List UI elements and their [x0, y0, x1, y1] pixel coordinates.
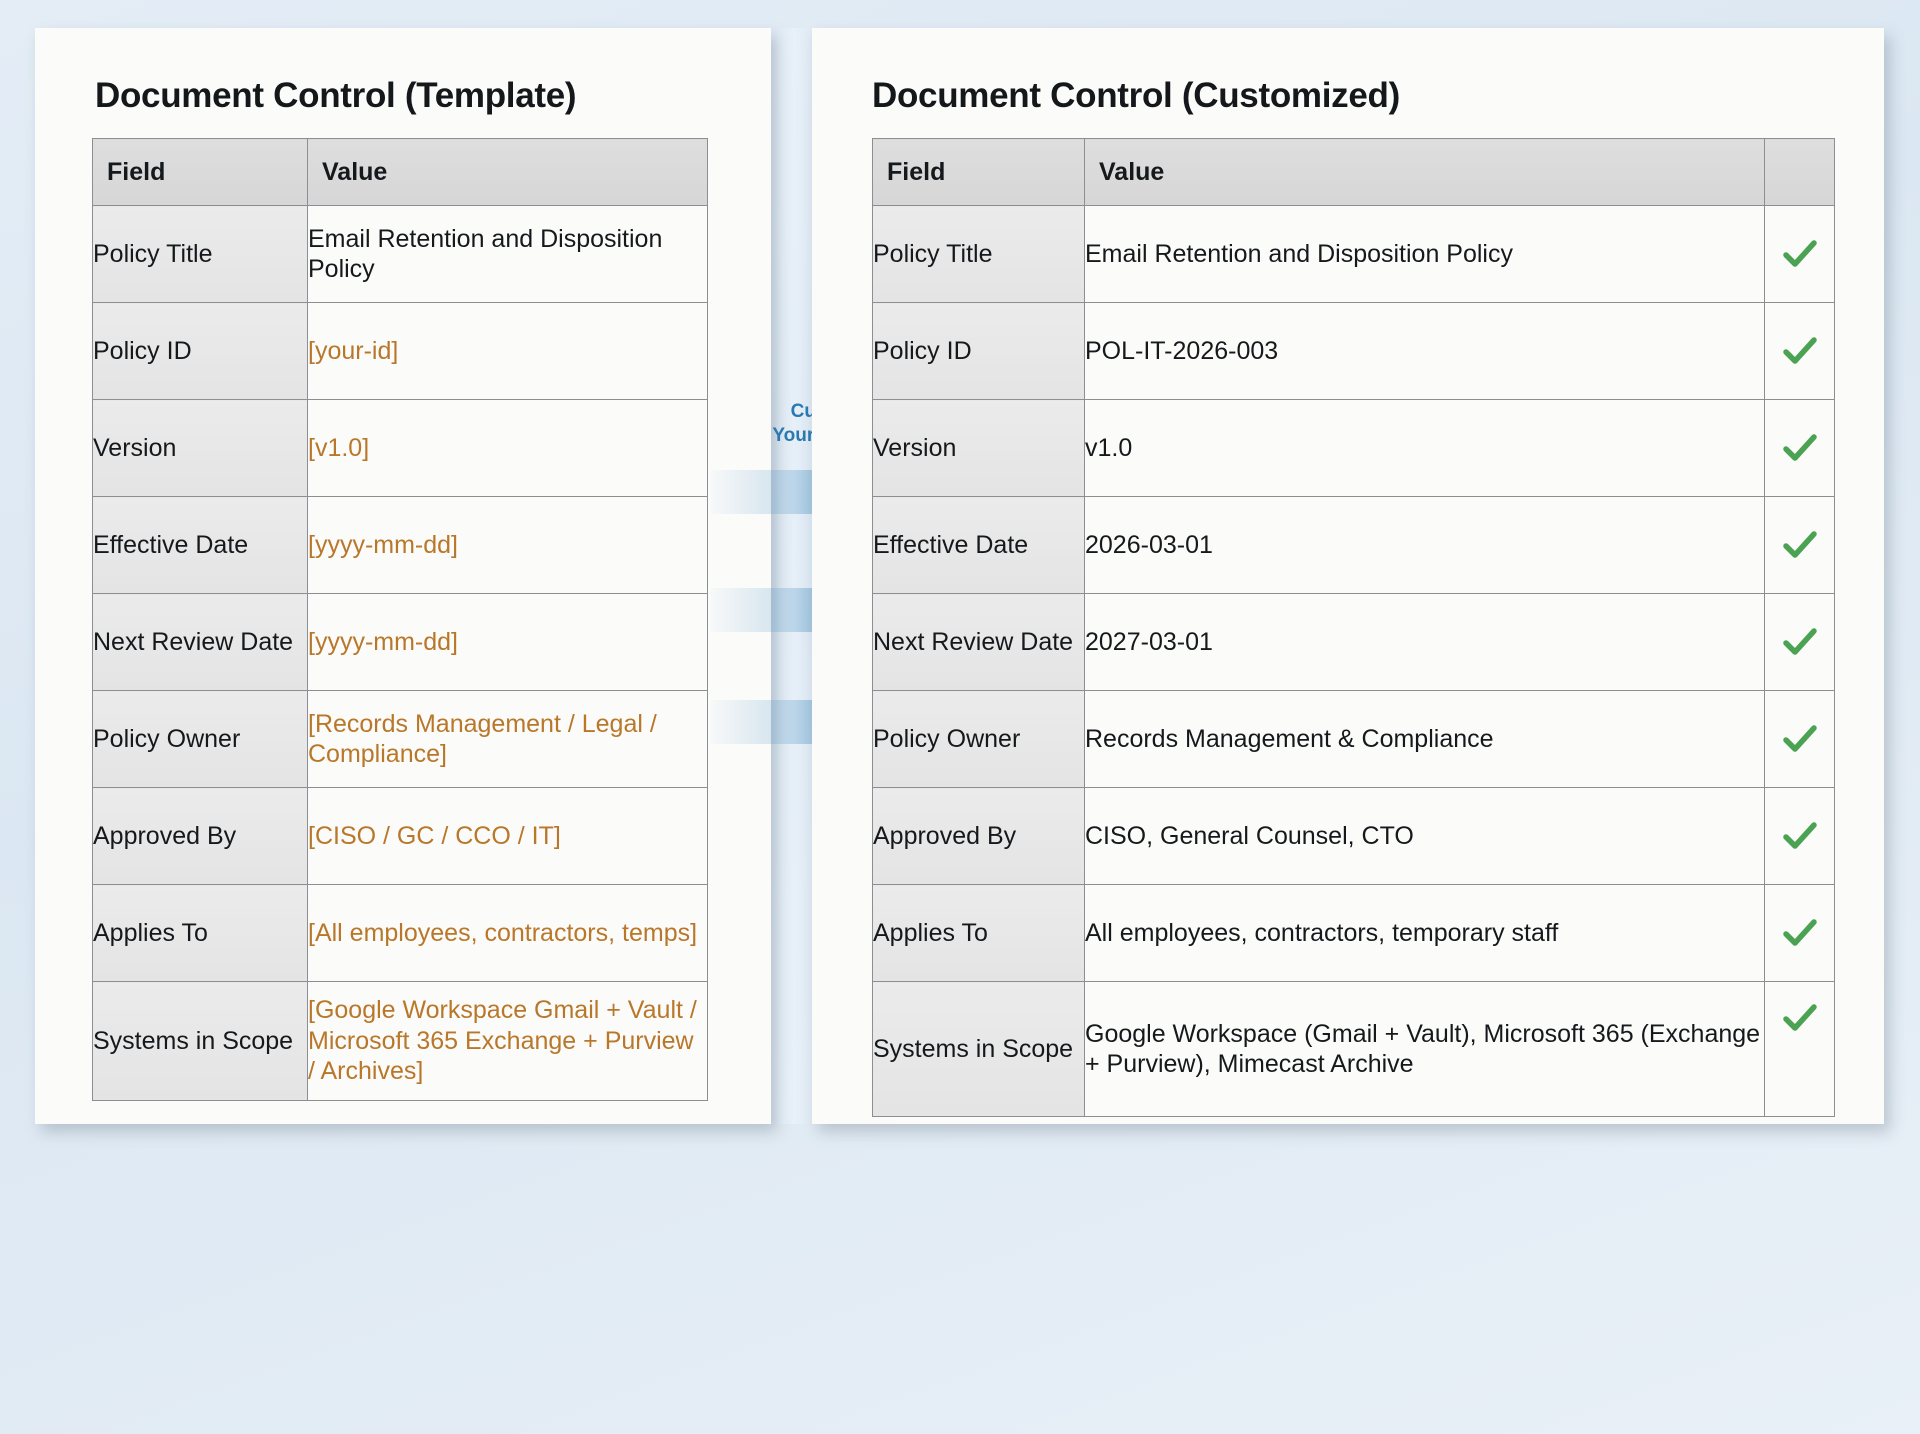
row-field: Applies To [92, 884, 308, 982]
table-row: Applies To [All employees, contractors, … [92, 884, 708, 982]
row-value: POL-IT-2026-003 [1084, 302, 1765, 400]
connector-light-band [776, 28, 812, 1124]
customized-panel: Document Control (Customized) Field Valu… [812, 28, 1884, 1124]
check-icon [1780, 234, 1820, 274]
template-table: Field Value Policy Title Email Retention… [92, 138, 708, 1101]
check-icon [1780, 998, 1820, 1038]
row-value: Email Retention and Disposition Policy [307, 205, 708, 303]
row-value: [yyyy-mm-dd] [307, 496, 708, 594]
table-row: Systems in Scope [Google Workspace Gmail… [92, 981, 708, 1101]
row-status [1764, 981, 1835, 1117]
row-value: 2027-03-01 [1084, 593, 1765, 691]
check-icon [1780, 622, 1820, 662]
table-row: Version v1.0 [872, 399, 1835, 497]
row-field: Effective Date [92, 496, 308, 594]
row-field: Policy Owner [92, 690, 308, 788]
column-header-status [1764, 138, 1835, 206]
row-status [1764, 205, 1835, 303]
customized-table: Field Value Policy Title Email Retention… [872, 138, 1835, 1117]
table-row: Policy ID POL-IT-2026-003 [872, 302, 1835, 400]
row-field: Effective Date [872, 496, 1085, 594]
column-header-value: Value [1084, 138, 1765, 206]
row-value: [v1.0] [307, 399, 708, 497]
row-field: Version [872, 399, 1085, 497]
template-panel-title: Document Control (Template) [95, 76, 577, 115]
row-status [1764, 787, 1835, 885]
row-value: Email Retention and Disposition Policy [1084, 205, 1765, 303]
row-field: Systems in Scope [872, 981, 1085, 1117]
row-value: 2026-03-01 [1084, 496, 1765, 594]
row-field: Applies To [872, 884, 1085, 982]
row-status [1764, 399, 1835, 497]
column-header-field: Field [872, 138, 1085, 206]
row-value: Google Workspace (Gmail + Vault), Micros… [1084, 981, 1765, 1117]
row-value: All employees, contractors, temporary st… [1084, 884, 1765, 982]
table-row: Approved By CISO, General Counsel, CTO [872, 787, 1835, 885]
column-header-value: Value [307, 138, 708, 206]
row-status [1764, 690, 1835, 788]
check-icon [1780, 331, 1820, 371]
table-row: Policy Owner [Records Management / Legal… [92, 690, 708, 788]
row-field: Approved By [92, 787, 308, 885]
table-header-row: Field Value [92, 138, 708, 206]
row-field: Policy Title [872, 205, 1085, 303]
template-panel: Document Control (Template) Field Value … [35, 28, 771, 1124]
table-row: Effective Date 2026-03-01 [872, 496, 1835, 594]
table-row: Policy Title Email Retention and Disposi… [92, 205, 708, 303]
row-value: CISO, General Counsel, CTO [1084, 787, 1765, 885]
row-status [1764, 884, 1835, 982]
table-row: Policy ID [your-id] [92, 302, 708, 400]
check-icon [1780, 816, 1820, 856]
table-row: Approved By [CISO / GC / CCO / IT] [92, 787, 708, 885]
row-field: Policy Owner [872, 690, 1085, 788]
row-value: [Google Workspace Gmail + Vault / Micros… [307, 981, 708, 1101]
table-header-row: Field Value [872, 138, 1835, 206]
check-icon [1780, 428, 1820, 468]
row-field: Policy Title [92, 205, 308, 303]
column-header-field: Field [92, 138, 308, 206]
row-field: Version [92, 399, 308, 497]
table-row: Applies To All employees, contractors, t… [872, 884, 1835, 982]
row-value: [CISO / GC / CCO / IT] [307, 787, 708, 885]
row-field: Policy ID [872, 302, 1085, 400]
row-value: v1.0 [1084, 399, 1765, 497]
row-value: [All employees, contractors, temps] [307, 884, 708, 982]
row-value: Records Management & Compliance [1084, 690, 1765, 788]
row-field: Policy ID [92, 302, 308, 400]
check-icon [1780, 525, 1820, 565]
row-value: [Records Management / Legal / Compliance… [307, 690, 708, 788]
table-row: Policy Title Email Retention and Disposi… [872, 205, 1835, 303]
check-icon [1780, 719, 1820, 759]
table-row: Next Review Date [yyyy-mm-dd] [92, 593, 708, 691]
check-icon [1780, 913, 1820, 953]
row-field: Next Review Date [92, 593, 308, 691]
table-row: Next Review Date 2027-03-01 [872, 593, 1835, 691]
row-status [1764, 593, 1835, 691]
row-value: [your-id] [307, 302, 708, 400]
customized-panel-title: Document Control (Customized) [872, 76, 1400, 115]
row-value: [yyyy-mm-dd] [307, 593, 708, 691]
table-row: Effective Date [yyyy-mm-dd] [92, 496, 708, 594]
row-field: Approved By [872, 787, 1085, 885]
row-status [1764, 496, 1835, 594]
row-field: Next Review Date [872, 593, 1085, 691]
row-field: Systems in Scope [92, 981, 308, 1101]
table-row: Version [v1.0] [92, 399, 708, 497]
table-row: Policy Owner Records Management & Compli… [872, 690, 1835, 788]
table-row: Systems in Scope Google Workspace (Gmail… [872, 981, 1835, 1117]
row-status [1764, 302, 1835, 400]
